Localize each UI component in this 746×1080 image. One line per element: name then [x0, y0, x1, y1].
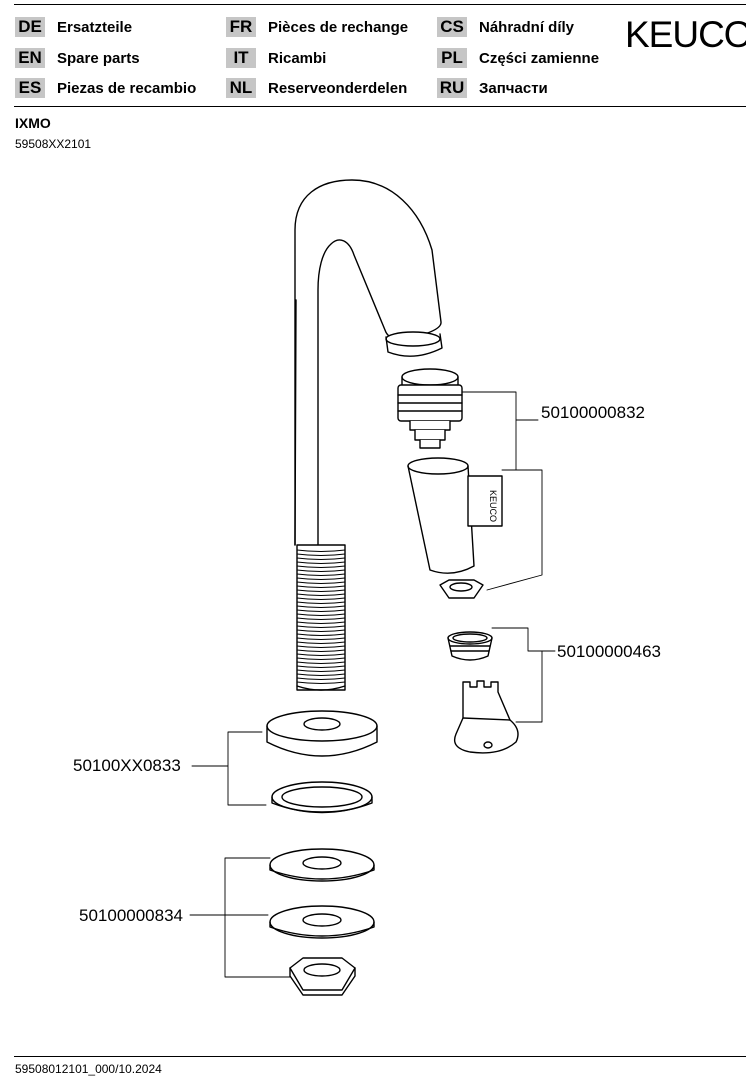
rosette	[266, 710, 378, 757]
lang-code-pl: PL	[437, 48, 467, 68]
thread-line	[296, 645, 346, 648]
thread-line	[296, 649, 346, 652]
part-number-rosette-set: 50100XX0833	[73, 756, 181, 775]
lang-row-it: IT Ricambi	[226, 48, 326, 68]
thread-line	[296, 553, 346, 556]
thread-line	[296, 641, 346, 644]
thread-line	[296, 661, 346, 664]
lang-label-es: Piezas de recambio	[57, 79, 197, 97]
thread-line	[296, 561, 346, 564]
part-number-aerator-set: 50100000463	[557, 642, 662, 661]
hex-nut-small	[439, 579, 484, 599]
lang-label-cs: Náhradní díly	[479, 18, 575, 36]
lang-row-de: DE Ersatzteile	[15, 17, 132, 37]
header-rule	[14, 106, 746, 107]
part-number-mounting-set: 50100000834	[79, 906, 184, 925]
product-code: 59508XX2101	[15, 137, 92, 151]
thread-line	[296, 573, 346, 576]
thread-line	[296, 677, 346, 680]
thread-line	[296, 597, 346, 600]
thread-line	[296, 617, 346, 620]
thread-line	[296, 601, 346, 604]
rosette-gasket	[271, 781, 373, 814]
thread-line	[296, 613, 346, 616]
thread-line	[296, 669, 346, 672]
part-number-cartridge-set: 50100000832	[541, 403, 646, 422]
leader-lines	[189, 391, 556, 978]
thread-line	[296, 629, 346, 632]
cartridge	[397, 368, 463, 449]
thread-line	[296, 581, 346, 584]
lang-row-fr: FR Pièces de rechange	[226, 17, 408, 37]
threaded-stem	[296, 544, 346, 691]
handle-engraving: KEUCO	[488, 490, 498, 522]
mounting-washer-1	[269, 848, 375, 882]
lang-label-de: Ersatzteile	[57, 18, 133, 36]
thread-line	[296, 637, 346, 640]
lang-code-cs: CS	[437, 17, 467, 37]
lang-row-es: ES Piezas de recambio	[15, 78, 196, 98]
lang-row-en: EN Spare parts	[15, 48, 140, 68]
lang-code-nl: NL	[226, 78, 256, 98]
thread-line	[296, 609, 346, 612]
lang-code-fr: FR	[226, 17, 256, 37]
thread-line	[296, 673, 346, 676]
thread-line	[296, 657, 346, 660]
lang-code-de: DE	[15, 17, 45, 37]
lang-label-ru: Запчасти	[479, 79, 548, 97]
lang-row-pl: PL Części zamienne	[437, 48, 599, 68]
thread-line	[296, 681, 346, 684]
thread-line	[296, 593, 346, 596]
brand-logo: KEUCO	[625, 14, 746, 55]
mounting-washer-2	[269, 905, 375, 939]
footer-rule	[14, 1056, 746, 1057]
lang-label-nl: Reserveonderdelen	[268, 79, 408, 97]
thread-line	[296, 605, 346, 608]
lang-row-ru: RU Запчасти	[437, 78, 548, 98]
handle-sleeve: KEUCO	[407, 457, 503, 574]
thread-line	[296, 565, 346, 568]
lang-code-it: IT	[226, 48, 256, 68]
thread-line	[296, 585, 346, 588]
thread-line	[296, 633, 346, 636]
thread-line	[296, 625, 346, 628]
lang-label-en: Spare parts	[57, 49, 140, 67]
thread-line	[296, 577, 346, 580]
lang-label-it: Ricambi	[268, 49, 327, 67]
thread-line	[296, 665, 346, 668]
thread-line	[296, 653, 346, 656]
document-code: 59508012101_000/10.2024	[15, 1062, 162, 1076]
lang-code-ru: RU	[437, 78, 467, 98]
faucet-spout	[294, 179, 443, 546]
mounting-hex-nut	[289, 957, 356, 996]
product-name: IXMO	[15, 115, 51, 131]
lang-label-pl: Części zamienne	[479, 49, 600, 67]
thread-line	[296, 589, 346, 592]
thread-line	[296, 569, 346, 572]
lang-label-fr: Pièces de rechange	[268, 18, 409, 36]
lang-code-es: ES	[15, 78, 45, 98]
lang-row-cs: CS Náhradní díly	[437, 17, 574, 37]
aerator	[447, 631, 493, 661]
top-rule	[14, 4, 746, 5]
lang-row-nl: NL Reserveonderdelen	[226, 78, 407, 98]
thread-line	[296, 557, 346, 560]
aerator-key	[453, 680, 519, 754]
thread-line	[296, 621, 346, 624]
thread-line	[296, 549, 346, 552]
lang-code-en: EN	[15, 48, 45, 68]
